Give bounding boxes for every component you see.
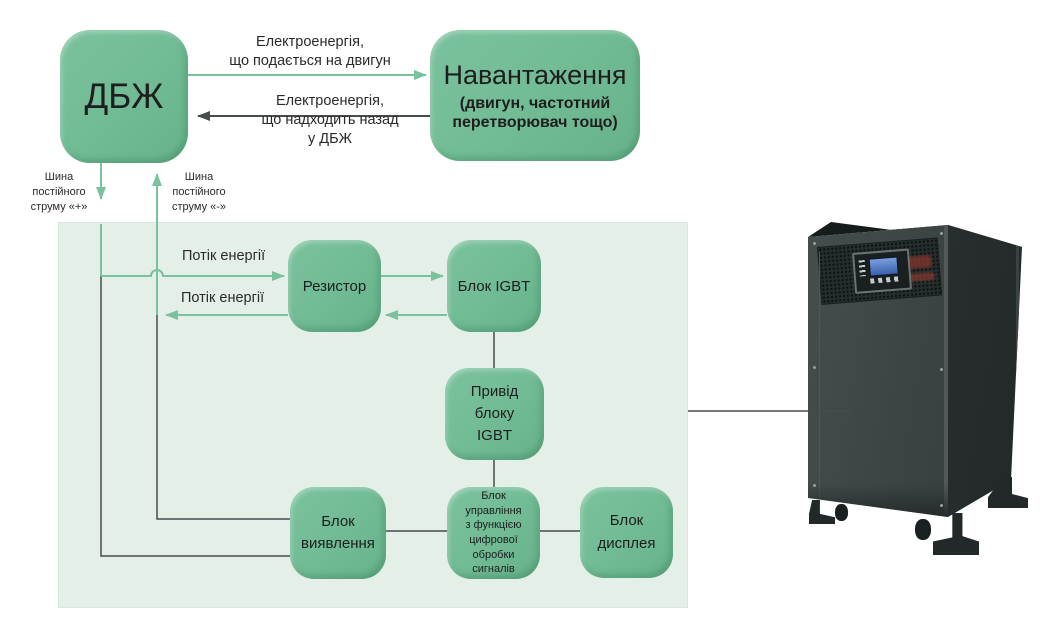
igbt-box-label: Блок IGBT	[457, 277, 531, 295]
cabinet-vent-red-detail	[908, 271, 935, 282]
load-box-subtitle: (двигун, частотний перетворювач тощо)	[452, 94, 618, 131]
load-box: Навантаження (двигун, частотний перетвор…	[430, 30, 640, 161]
cabinet-bottom-shade	[808, 484, 948, 517]
cabinet-side-face	[948, 225, 1022, 517]
bus-minus-label: Шина постійного струму «-»	[171, 171, 227, 213]
detection-box: Блок виявлення	[290, 487, 386, 579]
cabinet-lcd-screen	[868, 256, 899, 277]
screw-icon	[813, 366, 816, 369]
cabinet-buttons	[870, 276, 901, 284]
load-box-title: Навантаження	[443, 60, 627, 91]
power-back-label: Електроенергія, що надходить назад у ДБЖ	[261, 93, 399, 148]
cabinet-foot	[933, 513, 979, 555]
ups-box-label: ДБЖ	[84, 76, 164, 116]
cabinet-caster	[835, 504, 848, 521]
energy-flow-top-label: Потік енергії	[182, 248, 266, 264]
cabinet-side-edge	[1016, 246, 1019, 484]
screw-icon	[940, 368, 943, 371]
control-box: Блок управління з функцією цифрової обро…	[447, 487, 540, 579]
screw-icon	[940, 232, 943, 235]
cabinet-front-face	[808, 225, 948, 517]
cabinet-door-seam	[819, 252, 820, 496]
cabinet-foot	[809, 500, 835, 524]
resistor-box: Резистор	[288, 240, 381, 332]
cabinet-control-panel	[852, 248, 913, 294]
igbt-driver-box: Привід блоку IGBT	[445, 368, 544, 460]
bus-plus-label: Шина постійного струму «+»	[30, 171, 88, 213]
cabinet-front-edge	[944, 225, 948, 517]
screw-icon	[813, 484, 816, 487]
cabinet-caster	[915, 519, 931, 540]
energy-flow-bottom-label: Потік енергії	[181, 290, 265, 306]
resistor-box-label: Резистор	[302, 277, 367, 295]
display-box: Блок дисплея	[580, 487, 673, 578]
screw-icon	[940, 504, 943, 507]
ups-box: ДБЖ	[60, 30, 188, 163]
cabinet-led-indicators	[858, 260, 866, 277]
screw-icon	[813, 242, 816, 245]
ups-cabinet-photo	[795, 222, 1029, 567]
power-to-load-label: Електроенергія, що подається на двигун	[229, 34, 391, 69]
igbt-box: Блок IGBT	[447, 240, 541, 332]
